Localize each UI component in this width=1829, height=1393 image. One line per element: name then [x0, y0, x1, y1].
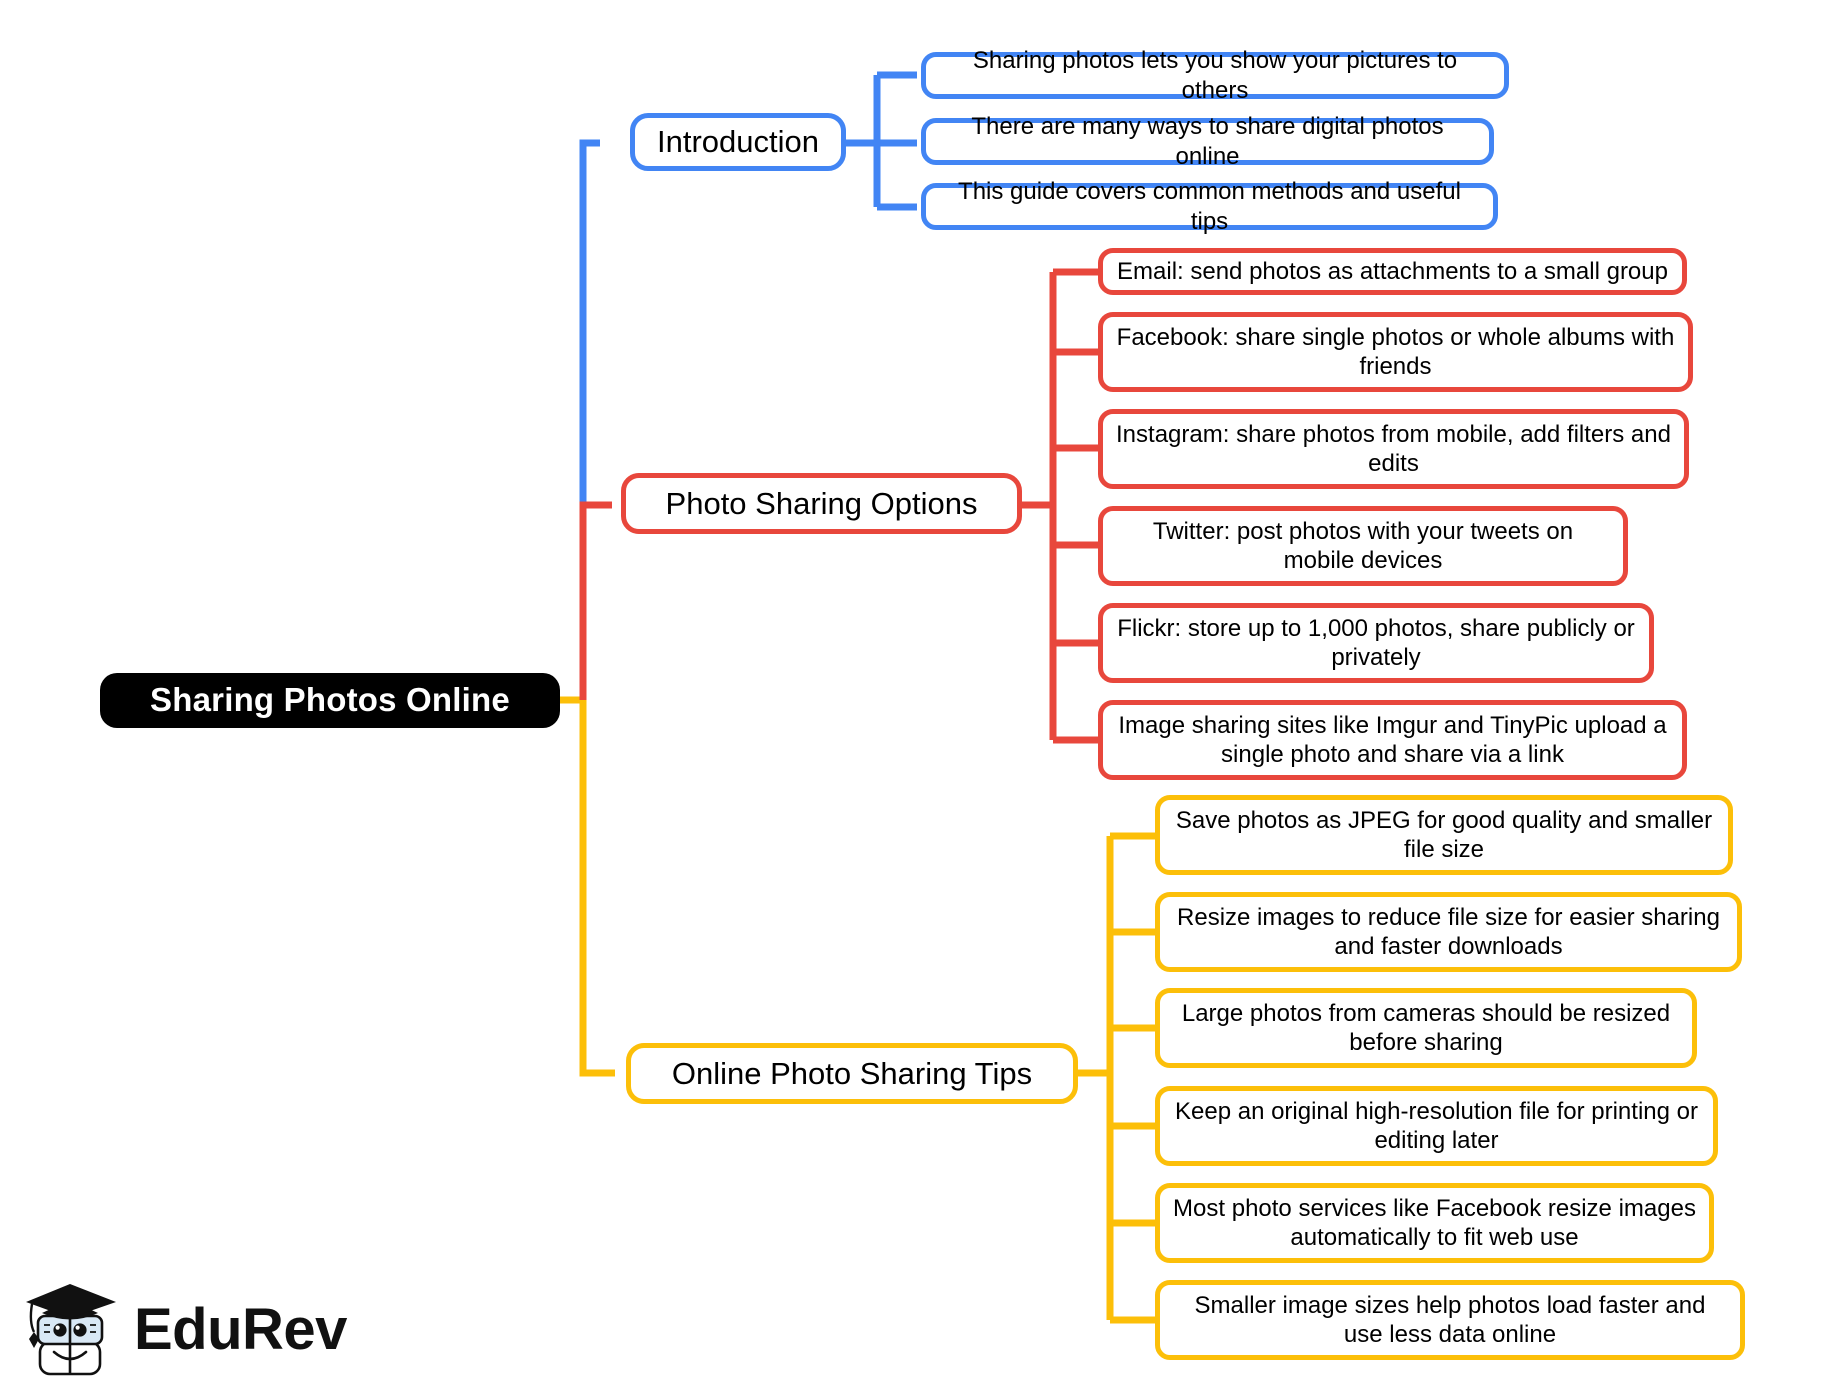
- leaf-label: Twitter: post photos with your tweets on…: [1152, 517, 1574, 574]
- root-node-label: Sharing Photos Online: [150, 681, 510, 719]
- leaf-label: Image sharing sites like Imgur and TinyP…: [1118, 711, 1667, 768]
- edurev-logo: EduRev: [24, 1276, 347, 1384]
- leaf-node[interactable]: Image sharing sites like Imgur and TinyP…: [1098, 700, 1687, 780]
- leaf-node[interactable]: Instagram: share photos from mobile, add…: [1098, 409, 1689, 489]
- branch-node-introduction[interactable]: Introduction: [630, 113, 846, 171]
- leaf-label: Flickr: store up to 1,000 photos, share …: [1117, 614, 1635, 671]
- leaf-label: Resize images to reduce file size for ea…: [1177, 903, 1720, 960]
- leaf-label: Sharing photos lets you show your pictur…: [972, 47, 1458, 104]
- leaf-node[interactable]: Large photos from cameras should be resi…: [1155, 988, 1697, 1068]
- leaf-node[interactable]: Most photo services like Facebook resize…: [1155, 1183, 1714, 1263]
- branch-label-photo-sharing-options: Photo Sharing Options: [665, 485, 978, 521]
- leaf-label: There are many ways to share digital pho…: [971, 113, 1444, 170]
- branch-label-online-photo-sharing-tips: Online Photo Sharing Tips: [671, 1055, 1033, 1091]
- leaf-node[interactable]: There are many ways to share digital pho…: [921, 113, 1494, 170]
- branch-node-photo-sharing-options[interactable]: Photo Sharing Options: [621, 473, 1022, 534]
- leaf-node[interactable]: Twitter: post photos with your tweets on…: [1098, 506, 1628, 586]
- leaf-label: Email: send photos as attachments to a s…: [1117, 257, 1668, 285]
- leaf-label: Most photo services like Facebook resize…: [1173, 1194, 1696, 1251]
- edurev-wordmark: EduRev: [134, 1297, 347, 1362]
- graduation-cap-book-mascot-icon: [24, 1280, 120, 1380]
- leaf-node[interactable]: Facebook: share single photos or whole a…: [1098, 312, 1693, 392]
- leaf-label: Large photos from cameras should be resi…: [1181, 999, 1671, 1056]
- leaf-node[interactable]: Email: send photos as attachments to a s…: [1098, 248, 1687, 295]
- leaf-node[interactable]: Flickr: store up to 1,000 photos, share …: [1098, 603, 1654, 683]
- leaf-label: Keep an original high-resolution file fo…: [1175, 1097, 1698, 1154]
- leaf-label: Smaller image sizes help photos load fas…: [1194, 1291, 1706, 1348]
- leaf-label: This guide covers common methods and use…: [958, 178, 1461, 235]
- branch-node-online-photo-sharing-tips[interactable]: Online Photo Sharing Tips: [626, 1043, 1078, 1104]
- leaf-node[interactable]: This guide covers common methods and use…: [921, 178, 1498, 235]
- leaf-node[interactable]: Save photos as JPEG for good quality and…: [1155, 795, 1733, 875]
- leaf-node[interactable]: Resize images to reduce file size for ea…: [1155, 892, 1742, 972]
- leaf-node[interactable]: Sharing photos lets you show your pictur…: [921, 47, 1509, 104]
- leaf-label: Instagram: share photos from mobile, add…: [1116, 420, 1671, 477]
- leaf-node[interactable]: Keep an original high-resolution file fo…: [1155, 1086, 1718, 1166]
- root-node[interactable]: Sharing Photos Online: [100, 673, 560, 728]
- leaf-node[interactable]: Smaller image sizes help photos load fas…: [1155, 1280, 1745, 1360]
- leaf-label: Save photos as JPEG for good quality and…: [1175, 806, 1713, 863]
- leaf-label: Facebook: share single photos or whole a…: [1116, 323, 1675, 380]
- branch-label-introduction: Introduction: [657, 124, 819, 160]
